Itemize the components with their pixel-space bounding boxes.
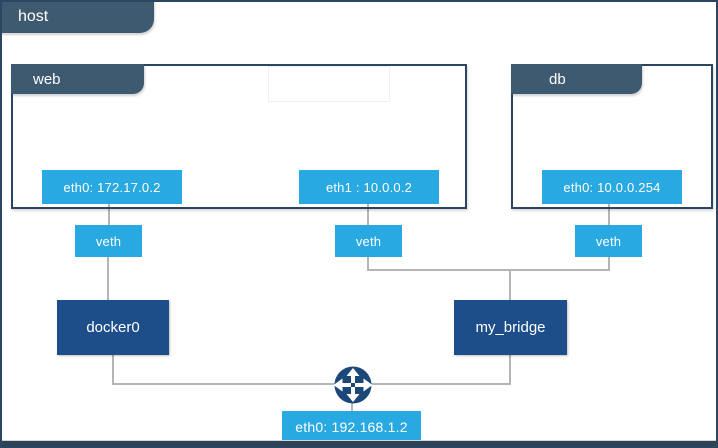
connector-line [370,383,511,385]
connector-line [608,257,610,271]
connector-line [351,401,353,411]
connector-line [112,383,336,385]
connector-line [509,355,511,385]
connector-line [112,355,114,385]
web-eth1-label: eth1 : 10.0.0.2 [325,179,413,195]
db-container-label: db [549,70,566,88]
router-icon [333,366,373,404]
web-eth0-label: eth0: 172.17.0.2 [63,179,161,195]
artifact-rectangle [268,66,390,102]
connector-line [509,270,511,300]
docker0-label: docker0 [86,319,140,336]
host-label: host [18,7,49,25]
web-container-label: web [33,70,61,88]
veth-chip-left: veth [75,225,142,257]
veth-middle-label: veth [355,233,382,249]
host-tab: host [2,2,154,33]
host-eth0-label: eth0: 192.168.1.2 [295,419,408,435]
host-bottom-bar [2,441,716,446]
my-bridge-node: my_bridge [454,300,567,355]
host-eth0-interface-chip: eth0: 192.168.1.2 [282,411,421,443]
connector-line [367,257,369,271]
web-container-tab: web [11,64,144,94]
db-container-box: db [511,64,713,209]
web-eth0-interface-chip: eth0: 172.17.0.2 [42,170,182,204]
my-bridge-label: my_bridge [475,319,546,336]
connector-line [367,269,610,271]
veth-chip-right: veth [575,225,642,257]
web-eth1-interface-chip: eth1 : 10.0.0.2 [299,170,439,204]
connector-line [367,204,369,225]
veth-right-label: veth [595,233,622,249]
bottom-divider-line [2,440,716,441]
db-eth0-label: eth0: 10.0.0.254 [563,179,661,195]
db-container-tab: db [511,64,642,94]
connector-line [608,204,610,225]
connector-line [107,257,109,300]
docker0-bridge-node: docker0 [57,300,169,355]
veth-left-label: veth [95,233,122,249]
web-container-box: web [11,64,467,209]
veth-chip-middle: veth [335,225,402,257]
db-eth0-interface-chip: eth0: 10.0.0.254 [542,170,682,204]
connector-line [108,204,110,225]
